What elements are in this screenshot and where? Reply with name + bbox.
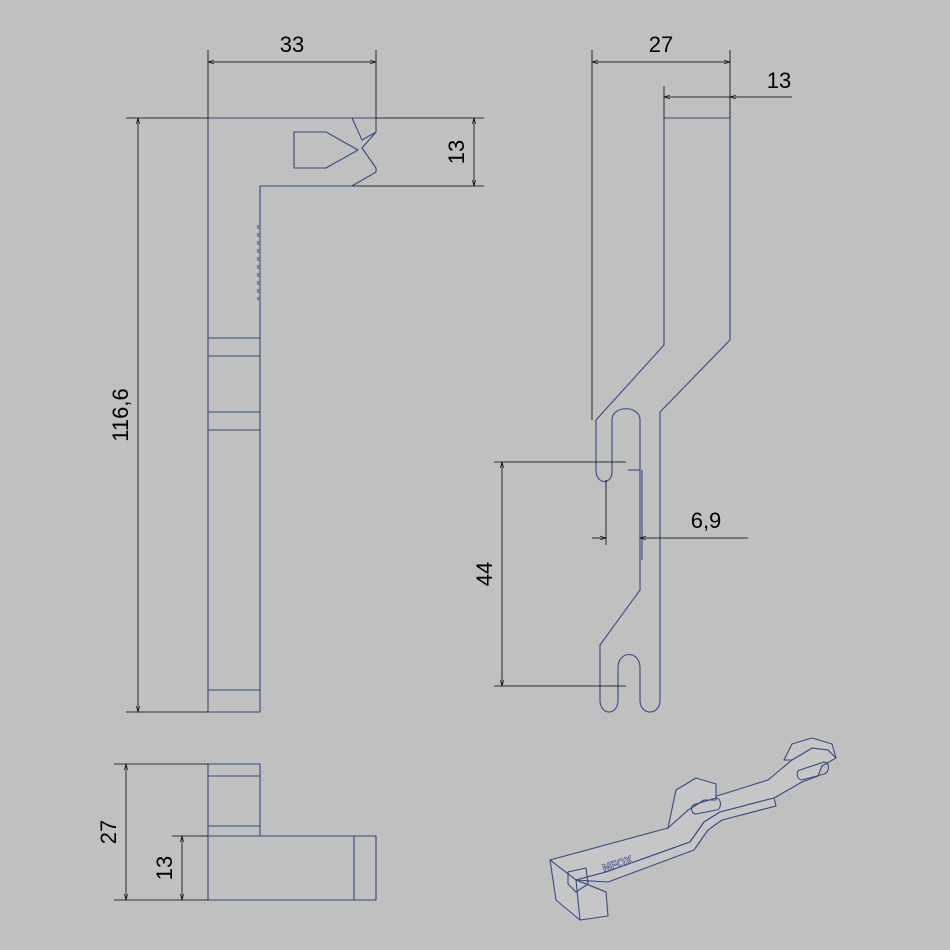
dim-front-hook-height-label: 13: [444, 140, 469, 164]
front-view-hook-slot: [293, 131, 359, 169]
front-view-hook-notch: [351, 117, 377, 141]
dim-front-total-height: 116,6: [108, 116, 208, 714]
top-view-lower-block: [207, 835, 377, 901]
isometric-view: NFOX: [549, 737, 837, 921]
dim-side-slot-pitch-label: 44: [472, 562, 497, 586]
iso-hook-slot: [567, 867, 589, 893]
front-view-outline: [207, 117, 377, 713]
top-view: 27 13: [96, 762, 377, 902]
iso-slot-2: [796, 761, 830, 781]
dim-side-top-width-label: 13: [767, 68, 791, 93]
dim-side-slot-pitch: 44: [472, 460, 626, 688]
dim-front-total-height-label: 116,6: [108, 388, 133, 441]
front-view: 33 13 116,6: [108, 32, 484, 714]
iso-arm-side: [575, 797, 777, 883]
dim-front-width: 33: [206, 32, 378, 118]
iso-hook-front: [575, 879, 609, 921]
iso-end-bump: [783, 737, 837, 761]
dim-front-hook-height: 13: [352, 116, 484, 188]
iso-upper-step: [667, 777, 717, 829]
dim-side-slot-width: 6,9: [592, 480, 748, 545]
top-view-upper-block: [207, 763, 261, 837]
dim-side-top-width: 13: [662, 68, 792, 118]
side-view: 27 13 6,9 44: [472, 32, 792, 713]
iso-slot-1: [690, 797, 722, 815]
side-view-outline: [595, 117, 731, 713]
dim-front-width-label: 33: [280, 32, 304, 57]
dim-side-width: 27: [590, 32, 732, 420]
dim-side-width-label: 27: [649, 32, 673, 57]
dim-top-width: 27: [96, 762, 208, 902]
dim-top-step-label: 13: [152, 856, 177, 880]
dim-top-width-label: 27: [96, 820, 121, 844]
iso-arm-top: [549, 747, 837, 881]
dim-side-slot-width-label: 6,9: [691, 508, 722, 533]
dim-top-step: 13: [152, 834, 208, 902]
